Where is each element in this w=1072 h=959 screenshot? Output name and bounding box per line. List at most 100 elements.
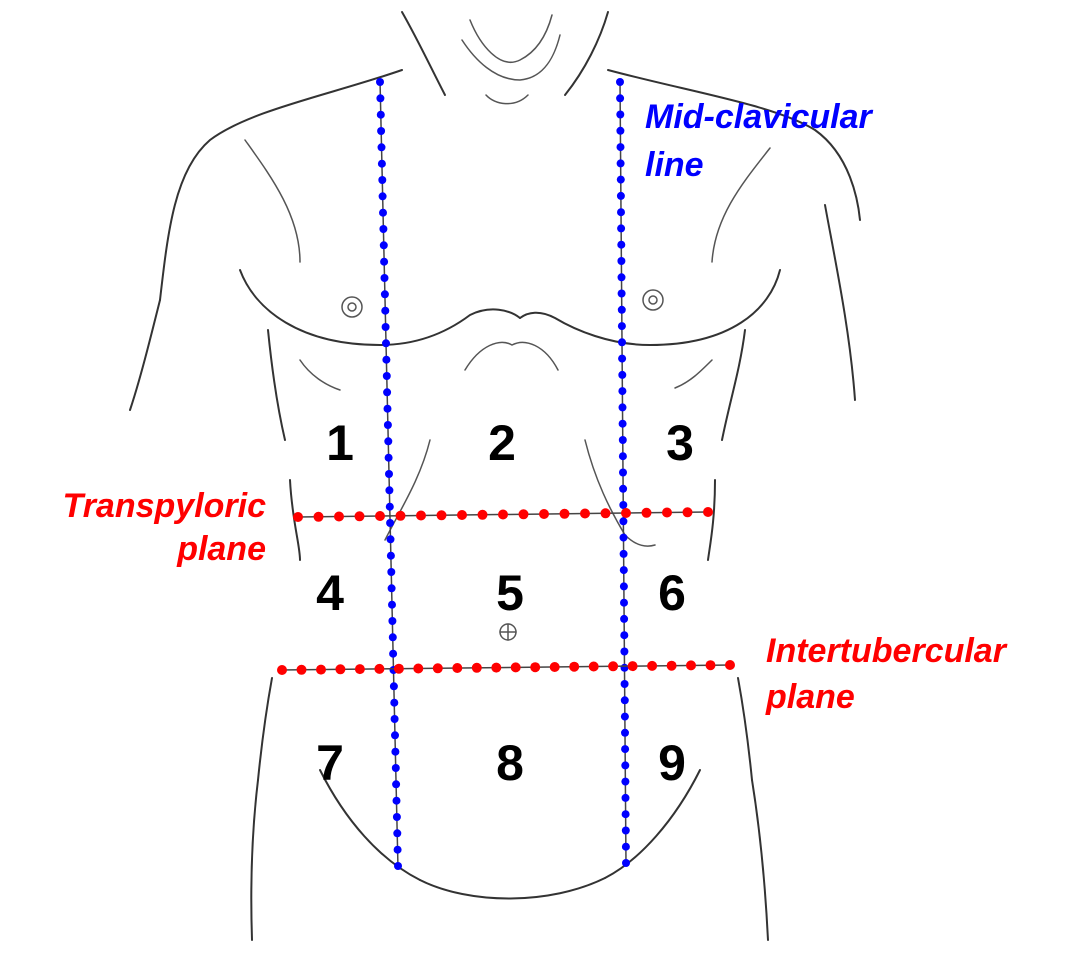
- midclavicular-dot: [619, 452, 627, 460]
- midclavicular-dot: [389, 650, 397, 658]
- intertubercular-dot: [316, 665, 326, 675]
- midclavicular-dot: [622, 843, 630, 851]
- midclavicular-label: Mid-clavicular line: [645, 98, 874, 184]
- transpyloric-dot: [539, 509, 549, 519]
- midclavicular-dot: [616, 111, 624, 119]
- midclavicular-dot: [619, 420, 627, 428]
- midclavicular-dot: [379, 225, 387, 233]
- region-number-9: 9: [658, 735, 686, 791]
- intertubercular-label: Intertubercular plane: [765, 632, 1008, 716]
- midclavicular-dot: [617, 192, 625, 200]
- region-number-3: 3: [666, 415, 694, 471]
- midclavicular-dot: [616, 127, 624, 135]
- midclavicular-dot: [384, 437, 392, 445]
- midclavicular-dot: [618, 290, 626, 298]
- intertubercular-dot: [452, 663, 462, 673]
- intertubercular-dot: [297, 665, 307, 675]
- midclavicular-dot: [380, 241, 388, 249]
- midclavicular-dot: [385, 470, 393, 478]
- midclavicular-dot: [390, 699, 398, 707]
- transpyloric-dot: [457, 510, 467, 520]
- transpyloric-dot: [437, 510, 447, 520]
- transpyloric-dot: [314, 512, 324, 522]
- midclavicular-dot: [616, 94, 624, 102]
- midclavicular-dot: [386, 519, 394, 527]
- midclavicular-dot: [387, 568, 395, 576]
- intertubercular-dot: [413, 664, 423, 674]
- midclavicular-dot: [391, 731, 399, 739]
- midclavicular-dot: [621, 713, 629, 721]
- intertubercular-dot: [706, 660, 716, 670]
- transpyloric-dot: [375, 511, 385, 521]
- transpyloric-dot: [683, 507, 693, 517]
- transpyloric-dot: [334, 512, 344, 522]
- intertubercular-dot: [433, 663, 443, 673]
- midclavicular-dot: [619, 517, 627, 525]
- midclavicular-dot: [617, 176, 625, 184]
- intertubercular-dot: [589, 662, 599, 672]
- region-number-7: 7: [316, 735, 344, 791]
- midclavicular-dot: [383, 372, 391, 380]
- midclavicular-dot: [388, 584, 396, 592]
- midclavicular-dot: [381, 307, 389, 315]
- intertubercular-dot: [394, 664, 404, 674]
- transpyloric-dot: [621, 508, 631, 518]
- midclavicular-dot: [394, 846, 402, 854]
- midclavicular-dot: [620, 534, 628, 542]
- midclavicular-dot: [380, 258, 388, 266]
- transpyloric-dot: [642, 508, 652, 518]
- midclavicular-dot: [377, 111, 385, 119]
- transpyloric-dot: [416, 511, 426, 521]
- midclavicular-dot: [379, 192, 387, 200]
- midclavicular-dot: [620, 550, 628, 558]
- midclavicular-dot: [378, 143, 386, 151]
- midclavicular-dot: [388, 617, 396, 625]
- transpyloric-dot: [293, 512, 303, 522]
- midclavicular-dot: [387, 552, 395, 560]
- midclavicular-dot: [621, 745, 629, 753]
- intertubercular-label-line1: Intertubercular: [766, 632, 1008, 670]
- midclavicular-label-line1: Mid-clavicular: [645, 98, 874, 136]
- transpyloric-dot: [478, 510, 488, 520]
- midclavicular-dot: [622, 859, 630, 867]
- midclavicular-dot: [384, 405, 392, 413]
- intertubercular-dot: [355, 664, 365, 674]
- transpyloric-dot: [519, 509, 529, 519]
- region-numbers: 1 2 3 4 5 6 7 8 9: [316, 415, 694, 791]
- midclavicular-dot: [376, 94, 384, 102]
- midclavicular-dot: [617, 159, 625, 167]
- intertubercular-dot: [472, 663, 482, 673]
- midclavicular-dot: [389, 633, 397, 641]
- intertubercular-dot: [530, 662, 540, 672]
- midclavicular-dot: [382, 356, 390, 364]
- midclavicular-dot: [617, 224, 625, 232]
- midclavicular-dot: [620, 599, 628, 607]
- intertubercular-dot: [608, 661, 618, 671]
- intertubercular-dot: [277, 665, 287, 675]
- midclavicular-dot: [378, 160, 386, 168]
- midclavicular-dot: [621, 664, 629, 672]
- midclavicular-dot: [618, 338, 626, 346]
- midclavicular-dot: [378, 176, 386, 184]
- midclavicular-dot: [619, 436, 627, 444]
- transpyloric-dot: [498, 510, 508, 520]
- midclavicular-dot: [382, 339, 390, 347]
- intertubercular-dot: [511, 662, 521, 672]
- transpyloric-dot: [560, 509, 570, 519]
- midclavicular-dot: [622, 827, 630, 835]
- midclavicular-dot: [619, 485, 627, 493]
- midclavicular-dot: [391, 748, 399, 756]
- midclavicular-dot: [385, 486, 393, 494]
- transpyloric-dot: [355, 511, 365, 521]
- midclavicular-dot: [617, 257, 625, 265]
- midclavicular-dot: [617, 143, 625, 151]
- midclavicular-dot: [393, 797, 401, 805]
- right-midclavicular-dots: [616, 78, 630, 867]
- midclavicular-dot: [616, 78, 624, 86]
- intertubercular-dot: [667, 661, 677, 671]
- midclavicular-dot: [379, 209, 387, 217]
- midclavicular-dot: [621, 778, 629, 786]
- midclavicular-dot: [393, 829, 401, 837]
- midclavicular-dot: [392, 764, 400, 772]
